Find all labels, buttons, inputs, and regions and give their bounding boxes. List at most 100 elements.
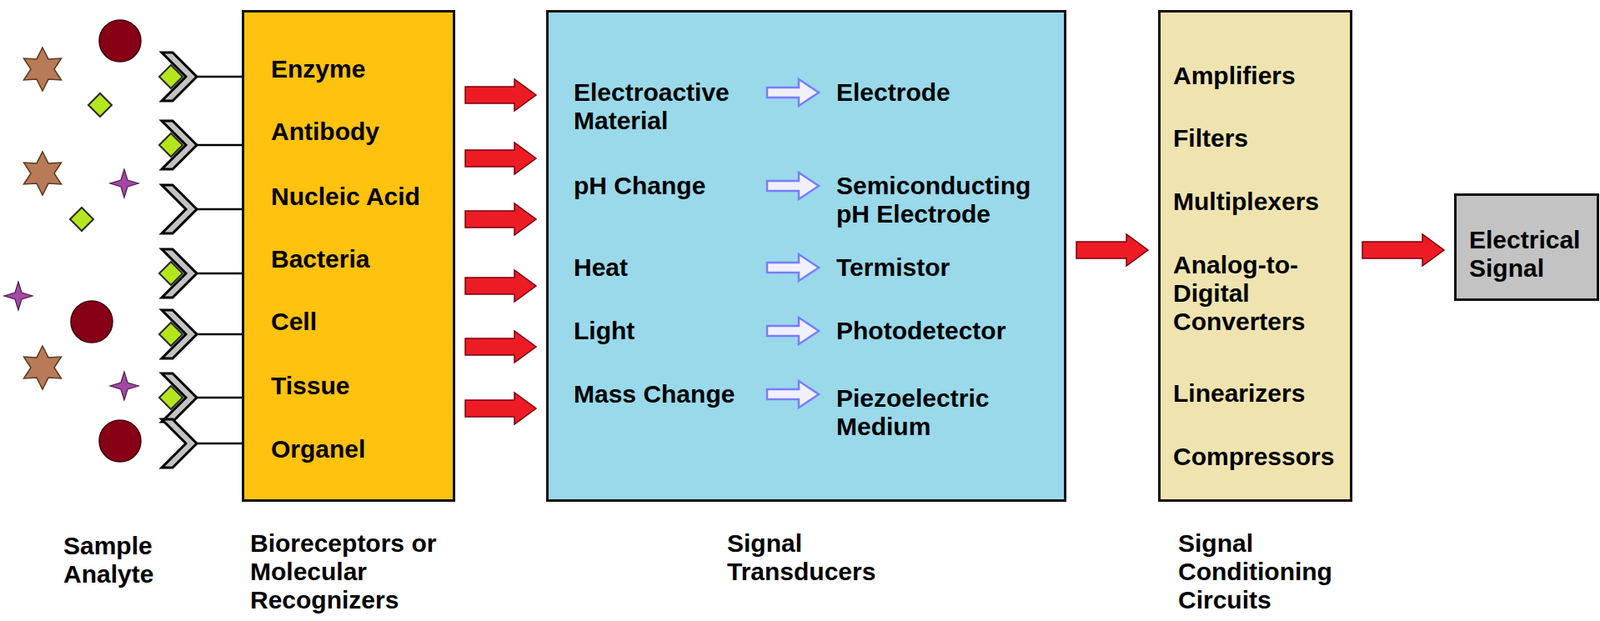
analyte-circle — [99, 420, 141, 462]
transduction-arrow — [767, 79, 819, 106]
analyte-star — [24, 47, 62, 91]
item-text: Amplifiers — [1173, 61, 1345, 91]
text-slot: Linearizers — [1173, 379, 1345, 408]
text-slot: Amplifiers — [1173, 61, 1345, 91]
text-slot: Piezoelectric Medium — [836, 384, 1054, 442]
item-text: Antibody — [270, 117, 451, 146]
signal-arrow — [465, 79, 537, 111]
item-text: Compressors — [1173, 442, 1345, 472]
text-slot: Tissue — [270, 371, 451, 401]
caption-text: Sample Analyte — [63, 531, 189, 589]
receptor-symbol — [161, 249, 197, 298]
text-slot: pH Change — [573, 171, 766, 201]
caption-text: Bioreceptors or Molecular Recognizers — [250, 529, 467, 615]
text-slot: Bioreceptors or Molecular Recognizers — [250, 529, 467, 615]
text-slot: Nucleic Acid — [270, 182, 451, 211]
bound-analyte — [159, 386, 183, 410]
item-text: Tissue — [270, 371, 451, 401]
receptor-stem — [196, 442, 242, 446]
bound-analyte — [159, 322, 183, 347]
analyte-star — [24, 151, 62, 196]
signal-arrow — [465, 203, 537, 236]
receptor-symbol — [161, 373, 197, 422]
signal-arrow — [1362, 234, 1445, 266]
item-text: Electrode — [836, 78, 1054, 107]
text-slot: Heat — [573, 253, 766, 282]
text-slot: Cell — [270, 307, 451, 337]
text-slot: Signal Transducers — [727, 529, 894, 587]
item-text: Termistor — [836, 253, 1054, 282]
receptor-stem — [196, 272, 242, 276]
text-slot: Mass Change — [573, 380, 766, 409]
item-text: Analog-to- Digital Converters — [1173, 250, 1345, 337]
item-text: Bacteria — [270, 245, 451, 274]
text-slot: Analog-to- Digital Converters — [1173, 250, 1345, 337]
item-text: Electrical Signal — [1469, 225, 1595, 283]
conditioning-box: AmplifiersFiltersMultiplexersAnalog-to- … — [1158, 10, 1353, 502]
item-text: Cell — [270, 307, 451, 337]
receptor-symbol — [161, 310, 197, 359]
item-text: Organel — [270, 435, 451, 464]
item-text: Mass Change — [573, 380, 766, 409]
receptor-symbol — [161, 120, 197, 170]
item-text: Semiconducting pH Electrode — [836, 171, 1054, 229]
receptor-stem — [196, 333, 242, 337]
text-slot: Filters — [1173, 124, 1345, 153]
transduction-arrow — [767, 172, 819, 200]
item-text: Enzyme — [270, 55, 451, 84]
caption-text: Signal Conditioning Circuits — [1178, 529, 1345, 615]
transduction-arrow — [767, 317, 819, 345]
analyte-circle — [70, 300, 113, 343]
bound-analyte — [159, 65, 183, 89]
receptor-stem — [196, 75, 242, 79]
text-slot: Light — [573, 316, 766, 346]
output-box: Electrical Signal — [1454, 193, 1600, 301]
bioreceptor-box: EnzymeAntibodyNucleic AcidBacteriaCellTi… — [241, 10, 456, 502]
text-slot: Bacteria — [270, 245, 451, 274]
analyte-diamond — [70, 207, 94, 231]
text-slot: Electrical Signal — [1469, 225, 1595, 283]
analyte-sparkle — [4, 281, 33, 311]
transducer-box: Electroactive Material Electrode pH Change… — [546, 10, 1067, 502]
signal-arrow — [465, 142, 537, 175]
signal-arrow — [465, 270, 537, 302]
analyte-sparkle — [110, 371, 139, 401]
item-text: Linearizers — [1173, 379, 1345, 408]
text-slot: Sample Analyte — [63, 531, 189, 589]
item-text: Multiplexers — [1173, 187, 1345, 216]
item-text: Filters — [1173, 124, 1345, 153]
caption-text: Signal Transducers — [727, 529, 894, 587]
signal-arrow — [465, 331, 537, 363]
receptor-symbol — [161, 419, 197, 468]
receptor-symbol — [161, 52, 197, 101]
text-slot: Organel — [270, 435, 451, 464]
signal-arrow — [1076, 234, 1149, 266]
bound-analyte — [159, 261, 183, 286]
analyte-circle — [99, 20, 141, 62]
item-text: pH Change — [573, 171, 766, 201]
bound-analyte — [159, 133, 183, 157]
text-slot: Electrode — [836, 78, 1054, 107]
signal-arrow — [465, 392, 537, 425]
text-slot: Enzyme — [270, 55, 451, 84]
item-text: Photodetector — [836, 316, 1054, 346]
text-slot: Photodetector — [836, 316, 1054, 346]
item-text: Electroactive Material — [573, 78, 766, 136]
item-text: Heat — [573, 253, 766, 282]
text-slot: Termistor — [836, 253, 1054, 282]
text-slot: Multiplexers — [1173, 187, 1345, 216]
text-slot: Signal Conditioning Circuits — [1178, 529, 1345, 615]
analyte-star — [24, 346, 62, 390]
item-text: Light — [573, 316, 766, 346]
transduction-arrow — [767, 254, 819, 281]
analyte-sparkle — [110, 169, 139, 198]
text-slot: Semiconducting pH Electrode — [836, 171, 1054, 229]
receptor-stem — [196, 396, 242, 400]
analyte-diamond — [88, 93, 112, 117]
text-slot: Antibody — [270, 117, 451, 146]
text-slot: Electroactive Material — [573, 78, 766, 136]
receptor-stem — [196, 208, 242, 211]
